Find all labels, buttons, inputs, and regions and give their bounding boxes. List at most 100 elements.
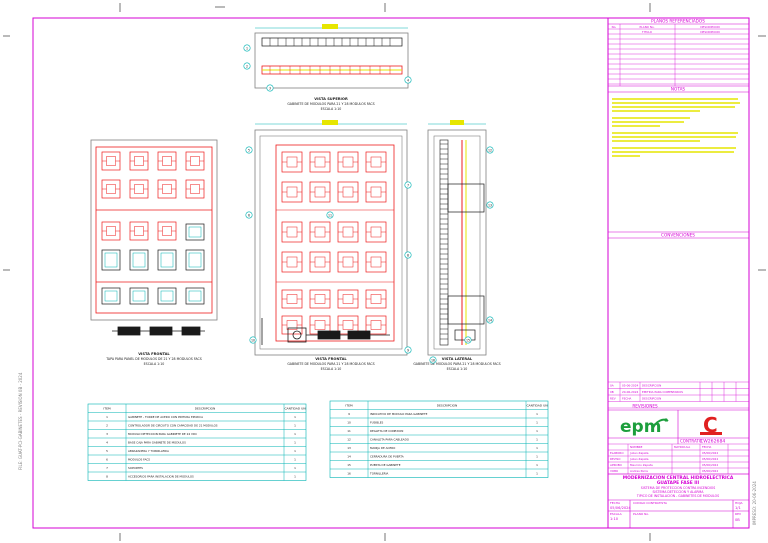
table-cell: 1 (536, 429, 538, 433)
notas-title: NOTAS (671, 87, 686, 92)
planos-header: PLANO No. (639, 25, 654, 29)
module-symbol (185, 179, 205, 199)
codigo-label: CODIGO CONTRATISTA (633, 501, 668, 505)
table-cell: 10 (347, 421, 351, 425)
right-margin-text: IMPRESO: 20-06-2024 (752, 481, 757, 525)
table-header: DESCRIPCION (195, 407, 216, 411)
display-module (185, 223, 205, 241)
front-left-scale: ESCALA 1:10 (144, 362, 165, 366)
module-symbol (157, 151, 177, 171)
revision-cell: FECHA (622, 397, 631, 401)
revisiones-title: REVISIONES (632, 404, 658, 409)
table-cell: ABRAZADERA Y TORNILLERIA (128, 449, 169, 453)
table-cell: CANALETA PARA CABLEADO (370, 438, 410, 442)
signature-cell: APROBO (610, 463, 623, 467)
table-cell: 1 (106, 415, 108, 419)
table-cell: MODULO DETECCION PARA GABINETE DE 24 VDC (128, 432, 197, 436)
project-line4: SISTEMA DETECCION Y ALARMA (653, 490, 705, 494)
display-module (129, 249, 149, 271)
module-symbol (101, 221, 121, 241)
module-symbol (129, 179, 149, 199)
plano-label: PLANO No. (633, 512, 649, 516)
revision-cell: 05-06-2024 (622, 384, 638, 388)
display-module (129, 287, 149, 305)
balloon-number: 14 (488, 318, 492, 322)
svg-text:epm: epm (620, 417, 661, 437)
signature-cell: ELABORO (610, 451, 624, 455)
callout-balloon: 3 (266, 84, 274, 92)
table-cell: FUSIBLES (370, 421, 384, 425)
table-cell: 4 (106, 441, 108, 445)
table-cell: 6 (106, 458, 108, 462)
module-symbol (337, 221, 359, 243)
contractor-logo: C (700, 413, 722, 437)
table-cell: 1 (294, 458, 296, 462)
balloon-number: 12 (488, 148, 492, 152)
table-cell: 3 (106, 432, 108, 436)
callout-balloon: 6 (245, 211, 253, 219)
callout-balloon: 8 (404, 251, 412, 259)
convenciones-title: CONVENCIONES (661, 233, 695, 238)
table-cell: REGLETA DE CONEXION (370, 429, 403, 433)
table-header: DESCRIPCION (437, 404, 458, 408)
callout-balloon: 13 (486, 201, 494, 209)
notas-lines (612, 98, 740, 157)
sheet-border (32, 17, 750, 529)
planos-header: DESCRIPCION (700, 25, 719, 29)
revision-cell: DESCRIPCION (642, 397, 661, 401)
hoja-label: HOJA (735, 501, 743, 505)
module-symbol (101, 151, 121, 171)
revision-cell: 20-06-2024 (622, 390, 638, 394)
callout-balloon: 9 (404, 346, 412, 354)
table-cell: 15 (347, 463, 351, 467)
callout-balloon: 2 (243, 62, 251, 70)
signature-header: MATRICULA (674, 445, 690, 449)
table-cell: 1 (294, 432, 296, 436)
callout-balloon: 1 (243, 44, 251, 52)
module-symbol (157, 221, 177, 241)
table-cell: 14 (347, 455, 351, 459)
module-symbol (281, 251, 303, 273)
balloon-number: 16 (431, 358, 435, 362)
table-cell: 1 (536, 421, 538, 425)
trim-marks (3, 3, 766, 541)
top-view-rail-teeth (269, 38, 391, 46)
callout-balloon: 14 (486, 316, 494, 324)
signature-cell: VOBO (610, 469, 619, 473)
svg-text:C: C (703, 413, 718, 437)
titleblock-footer (608, 499, 749, 528)
left-margin-text: FILE: GUAT-PCI-GABINETES - REVISION 0B -… (18, 372, 23, 470)
balloon-number: 5 (248, 148, 250, 152)
left-connector (112, 326, 205, 336)
table-cell: 2 (106, 424, 108, 428)
balloon-number: 2 (246, 64, 248, 68)
signature-cell: Julian Zapata (629, 451, 649, 455)
callout-balloon: 7 (404, 181, 412, 189)
front-left-title: VISTA FRONTAL (138, 352, 170, 356)
top-view-scale: ESCALA 1:10 (321, 107, 342, 111)
module-symbol (129, 221, 149, 241)
balloon-number: 3 (269, 86, 271, 90)
signature-cell: 05/06/2024 (702, 463, 718, 467)
module-symbol (365, 221, 387, 243)
display-module (157, 249, 177, 271)
signature-cell: 05/06/2024 (702, 469, 718, 473)
callout-balloon: 16 (429, 356, 437, 364)
table-cell: 1 (536, 412, 538, 416)
display-module (157, 287, 177, 305)
balloon-number: 4 (407, 78, 409, 82)
table-header: CANTIDAD UN (284, 407, 305, 411)
signature-cell: Julian Zapata (629, 457, 649, 461)
module-symbol (281, 315, 303, 335)
front-center-title: VISTA FRONTAL (315, 357, 347, 361)
table-cell: 1 (294, 441, 296, 445)
planos-title: PLANOS REFERENCIADOS (651, 19, 705, 24)
table-cell: 8 (106, 475, 108, 479)
table-cell: PUERTA DE GABINETE (370, 463, 401, 467)
table-cell: 1 (536, 463, 538, 467)
top-view-subtitle: GABINETE DE MODULOS PARA 21 Y 28 MODULOS… (287, 102, 374, 106)
module-symbol (309, 181, 331, 203)
table-cell: 13 (347, 446, 351, 450)
module-symbol (309, 221, 331, 243)
